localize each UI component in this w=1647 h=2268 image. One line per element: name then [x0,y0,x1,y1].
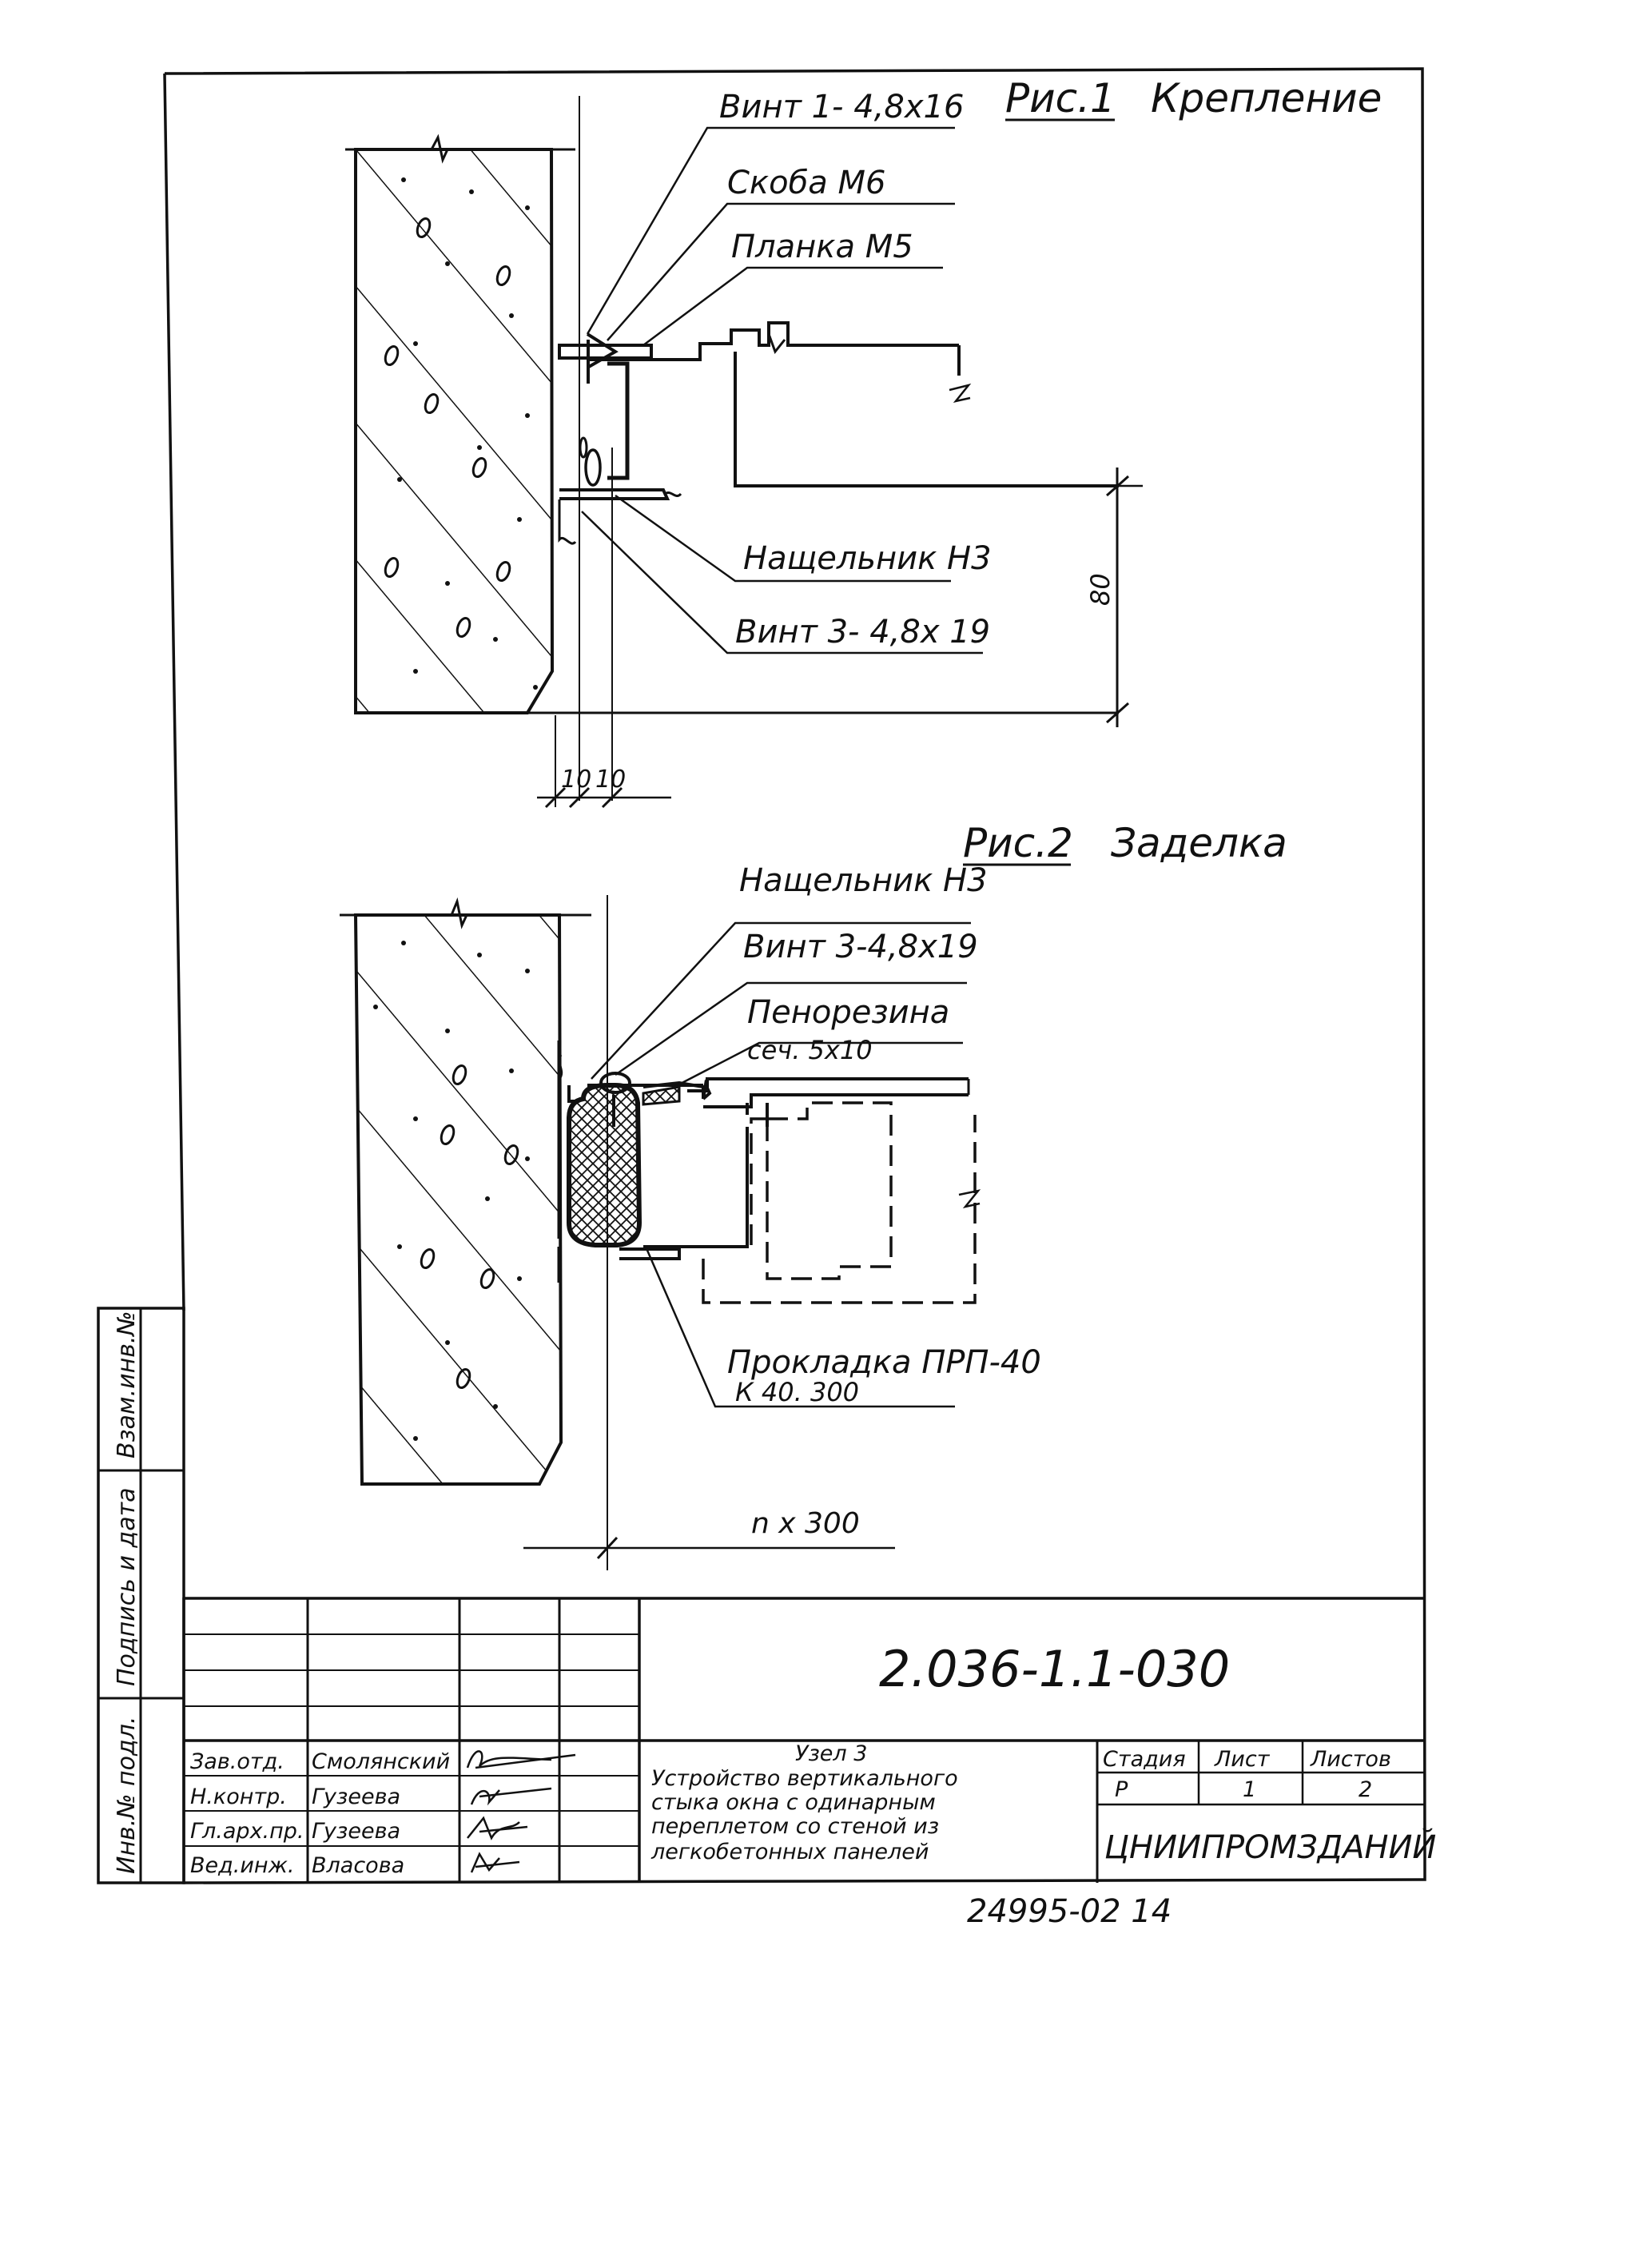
title-block-header-stage: Стадия [1103,1747,1186,1772]
title-block-node: Узел 3 [795,1741,867,1766]
sheet-frame [163,67,1426,1884]
title-block-value-sheet: 1 [1243,1777,1256,1802]
fig1-label-cover-strip: Нащельник Н3 [743,540,992,577]
fig1-label-screw1: Винт 1- 4,8х16 [719,89,964,125]
fig2-window-frame [642,1077,981,1304]
fig1-dimensions [537,468,1143,809]
fig1-label-plate: Планка М5 [731,229,913,265]
fig2-subtitle-text: Заделка [1111,820,1287,866]
bottom-code: 24995-02 14 [967,1893,1172,1930]
fig1-axis-lines [579,96,613,801]
fig2-dimensions [523,1536,895,1560]
title-block-name-4: Власова [312,1853,404,1878]
fig2-seal-assembly [557,1040,703,1283]
fig1-dim-gap-right: 10 [595,766,626,794]
fig1-fasteners [558,332,682,545]
fig1-window-frame [590,321,1119,487]
title-block-role-2: Н.контр. [190,1785,287,1809]
fig2-label-gasket: Прокладка ПРП-40 [727,1344,1041,1381]
fig2-leaders [591,921,971,1408]
fig1-label-screw3: Винт 3- 4,8х 19 [735,614,990,651]
fig1-label-bracket: Скоба М6 [727,165,885,201]
title-block-role-3: Гл.арх.пр. [190,1819,304,1844]
side-stamp-field-2: Подпись и дата [113,1488,141,1687]
fig2-dim-span: n х 300 [751,1507,860,1540]
title-block-desc-line-4: легкобетонных панелей [650,1840,929,1864]
fig1-subtitle-text: Крепление [1151,75,1382,121]
side-stamp-field-3: Инв.№ подл. [113,1717,141,1874]
fig2-label-foam-size: сеч. 5х10 [747,1035,873,1065]
title-block-role-4: Вед.инж. [190,1853,295,1878]
fig1-wall-panel [345,133,1119,714]
title-block-organization: ЦНИИПРОМЗДАНИЙ [1104,1828,1436,1866]
title-block-name-1: Смолянский [312,1749,450,1774]
title-block-value-sheets: 2 [1359,1777,1372,1802]
title-block-header-sheets: Листов [1310,1747,1391,1772]
fig2-label-gasket-size: К 40. 300 [735,1377,859,1407]
fig1-dim-height: 80 [1085,573,1116,606]
title-block-name-3: Гузеева [312,1819,400,1844]
fig1-dim-gap-left: 10 [561,766,591,794]
title-block-name-2: Гузеева [312,1785,400,1809]
title-block-value-stage: Р [1115,1777,1128,1802]
title-block-grid [184,1597,1425,1883]
title-block-role-1: Зав.отд. [190,1749,284,1774]
fig1-leaders [581,126,983,655]
fig2-label-foam-rubber: Пенорезина [747,994,949,1031]
title-block-header-sheet: Лист [1214,1747,1271,1772]
signatures [466,1750,576,1873]
title-block-desc-line-2: стыка окна с одинарным [651,1790,936,1815]
fig2-wall-panel [340,897,591,1486]
fig2-label-cover-strip: Нащельник Н3 [739,862,988,899]
side-stamp [97,1307,185,1884]
title-block-desc-line-3: переплетом со стеной из [651,1814,939,1839]
fig2-title: Рис.2 Заделка [963,820,1287,866]
title-block-desc-line-1: Устройство вертикального [651,1766,958,1791]
title-block-doc-code: 2.036-1.1-030 [879,1640,1230,1698]
fig2-title-text: Рис.2 [963,820,1073,866]
fig1-title-text: Рис.1 [1005,75,1116,121]
side-stamp-field-1: Взам.инв.№ [113,1311,141,1458]
fig2-label-screw3: Винт 3-4,8х19 [743,929,978,965]
fig1-title: Рис.1 Крепление [1005,75,1382,121]
